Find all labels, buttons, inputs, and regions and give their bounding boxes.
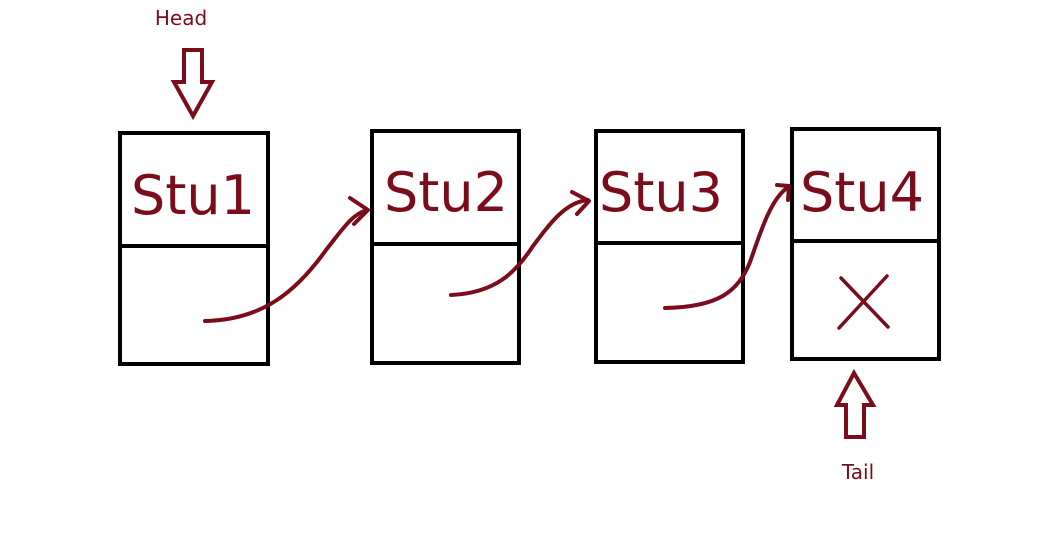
arrowhead-icon xyxy=(775,183,791,202)
pointer-to-stu2 xyxy=(203,196,370,323)
pointer-curve xyxy=(449,198,590,297)
arrowhead-icon xyxy=(570,190,591,216)
head-label: Head xyxy=(155,6,207,30)
node-data-label: Stu2 xyxy=(384,161,508,224)
node-data-label: Stu3 xyxy=(599,161,723,224)
node-box xyxy=(118,131,270,366)
arrowhead-icon xyxy=(348,196,370,226)
tail-label: Tail xyxy=(841,460,874,484)
pointer-curve xyxy=(203,208,369,323)
head-marker: Head xyxy=(155,6,216,121)
node-data-label: Stu1 xyxy=(131,164,255,227)
node-data-label: Stu4 xyxy=(800,161,924,224)
tail-arrow-icon xyxy=(833,368,877,439)
node-stu3: Stu3 xyxy=(594,129,745,364)
pointer-to-stu4 xyxy=(663,183,791,310)
node-box xyxy=(594,129,745,364)
node-box xyxy=(370,129,521,365)
null-x-icon xyxy=(837,274,890,330)
head-arrow-icon xyxy=(170,48,216,121)
node-stu1: Stu1 xyxy=(118,131,270,366)
node-stu2: Stu2 xyxy=(370,129,521,365)
node-stu4: Stu4 xyxy=(790,127,941,361)
pointer-to-stu3 xyxy=(449,190,591,297)
tail-marker: Tail xyxy=(833,368,877,484)
pointer-curve xyxy=(663,186,789,310)
node-box xyxy=(790,127,941,361)
